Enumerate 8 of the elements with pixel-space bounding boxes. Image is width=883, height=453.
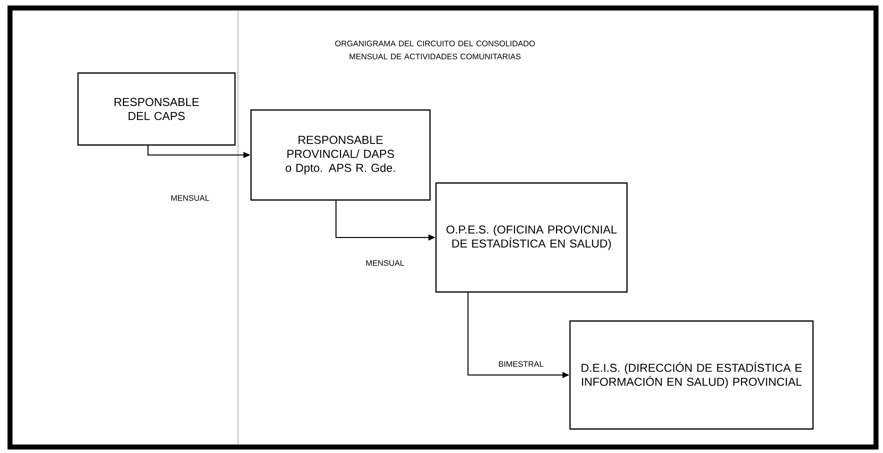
org-box: RESPONSABLE DEL CAPS xyxy=(77,72,236,146)
org-box: D.E.I.S. (DIRECCIÓN DE ESTADÍSTICA E INFORMACIÓN EN SALUD) PROVINCIAL xyxy=(569,320,814,430)
edge-label: MENSUAL xyxy=(170,194,210,202)
edge-label: BIMESTRAL xyxy=(497,360,545,368)
org-box: RESPONSABLE PROVINCIAL/ DAPS o Dpto. APS R. Gde. xyxy=(250,109,431,201)
title: ORGANIGRAMA DEL CIRCUITO DEL CONSOLIDADO MENSUAL DE ACTIVIDADES COMUNITARIAS xyxy=(335,40,535,60)
org-box: O.P.E.S. (OFICINA PROVICNIAL DE ESTADÍSTICA EN SALUD) xyxy=(435,182,628,293)
edge-label: MENSUAL xyxy=(364,259,406,267)
